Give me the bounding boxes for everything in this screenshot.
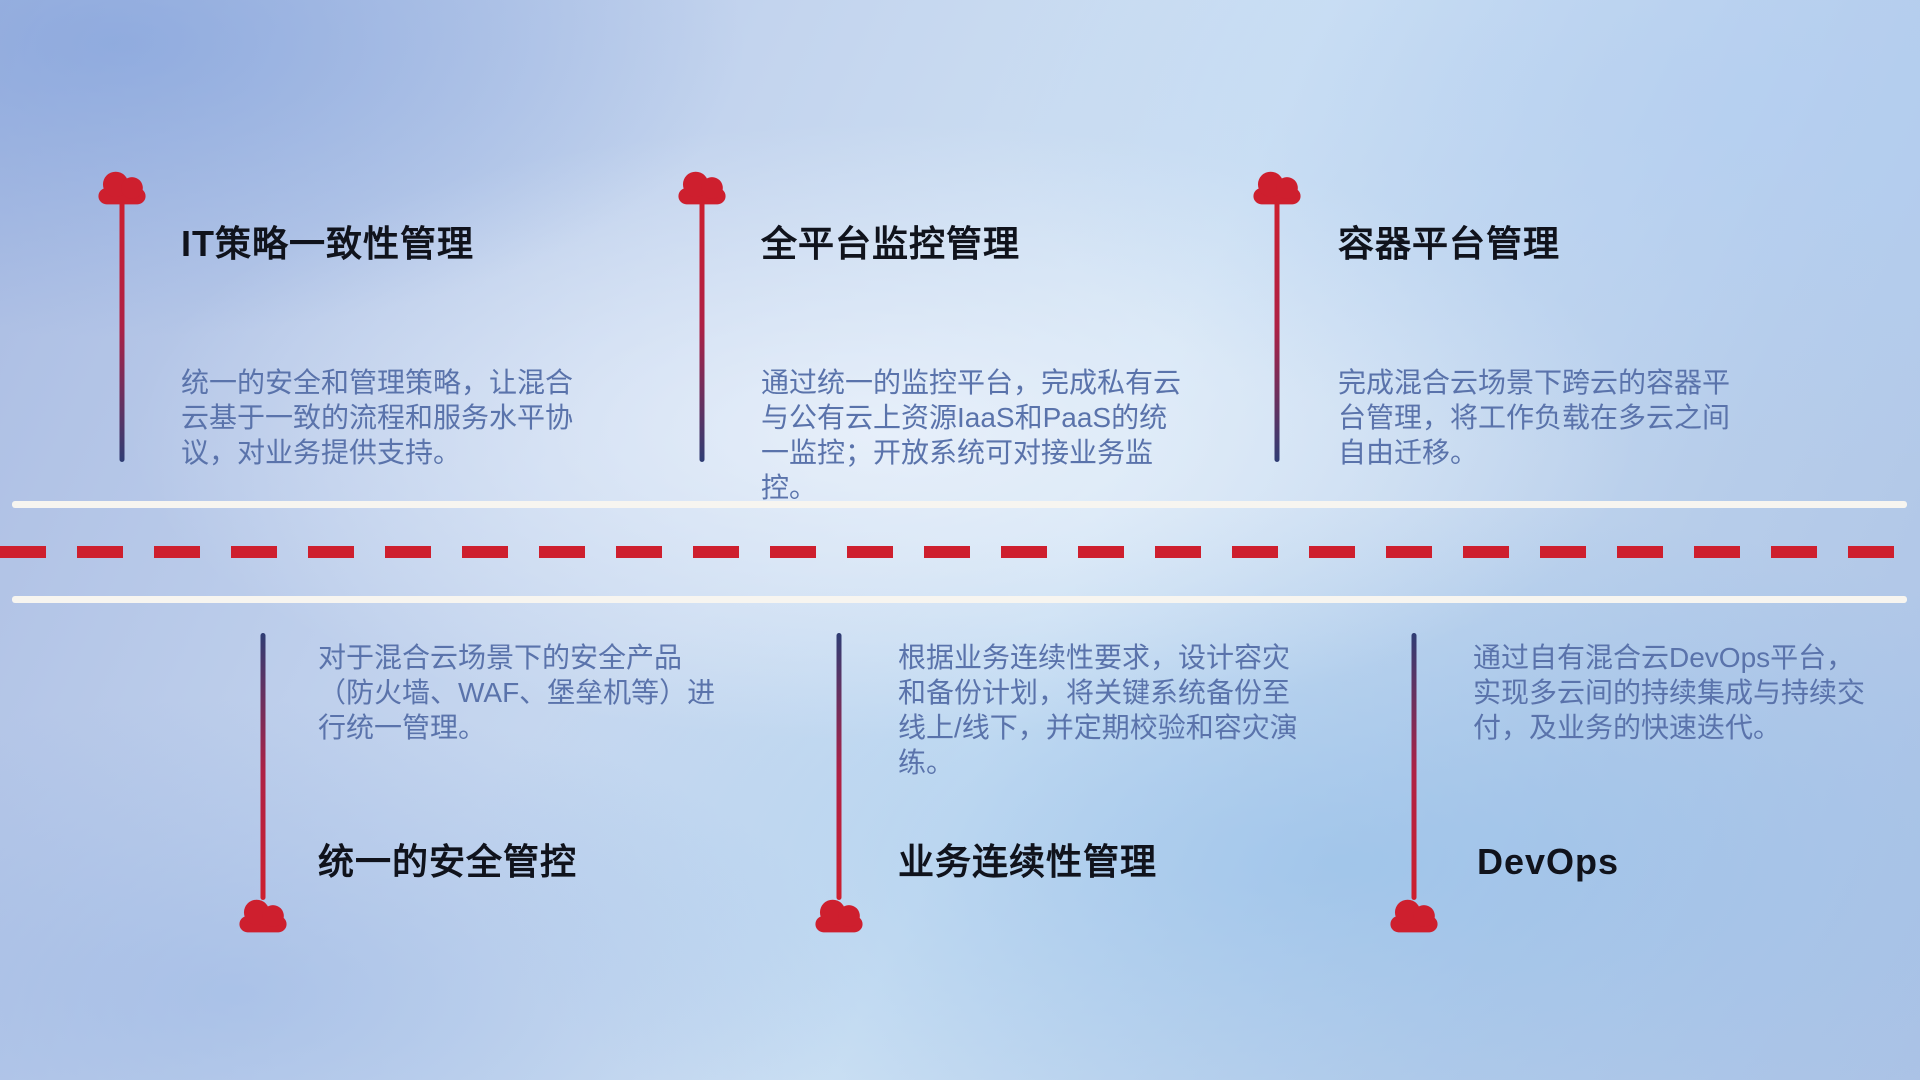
- feature-title: 容器平台管理: [1338, 223, 1561, 264]
- marker-stem: [1274, 200, 1280, 462]
- feature-description: 完成混合云场景下跨云的容器平台管理，将工作负载在多云之间自由迁移。: [1338, 367, 1731, 468]
- road-edge-bottom: [12, 596, 1907, 603]
- feature-description: 统一的安全和管理策略，让混合云基于一致的流程和服务水平协议，对业务提供支持。: [181, 367, 574, 468]
- feature-block-it-policy: IT策略一致性管理 统一的安全和管理策略，让混合云基于一致的流程和服务水平协议，…: [181, 222, 591, 470]
- feature-title: IT策略一致性管理: [181, 223, 474, 264]
- feature-title: DevOps: [1477, 841, 1620, 882]
- cloud-icon: [1385, 896, 1443, 936]
- feature-block-monitoring: 全平台监控管理 通过统一的监控平台，完成私有云与公有云上资源IaaS和PaaS的…: [761, 222, 1193, 505]
- feature-description: 通过统一的监控平台，完成私有云与公有云上资源IaaS和PaaS的统一监控；开放系…: [761, 367, 1182, 503]
- feature-title: 业务连续性管理: [898, 841, 1158, 882]
- feature-block-container-platform: 容器平台管理 完成混合云场景下跨云的容器平台管理，将工作负载在多云之间自由迁移。: [1338, 222, 1740, 470]
- feature-description: 通过自有混合云DevOps平台，实现多云间的持续集成与持续交付，及业务的快速迭代…: [1473, 642, 1866, 743]
- feature-title: 全平台监控管理: [761, 223, 1021, 264]
- feature-description: 根据业务连续性要求，设计容灾和备份计划，将关键系统备份至线上/线下，并定期校验和…: [898, 642, 1298, 778]
- marker-stem: [836, 633, 842, 900]
- feature-description: 对于混合云场景下的安全产品（防火墙、WAF、堡垒机等）进行统一管理。: [318, 642, 716, 743]
- marker-stem: [119, 200, 125, 462]
- feature-title: 统一的安全管控: [318, 841, 578, 882]
- marker-stem: [260, 633, 266, 900]
- road-edge-top: [12, 501, 1907, 508]
- cloud-icon: [810, 896, 868, 936]
- marker-stem: [699, 200, 705, 462]
- road-center-dashed-line: [0, 546, 1920, 558]
- cloud-icon: [234, 896, 292, 936]
- marker-stem: [1411, 633, 1417, 900]
